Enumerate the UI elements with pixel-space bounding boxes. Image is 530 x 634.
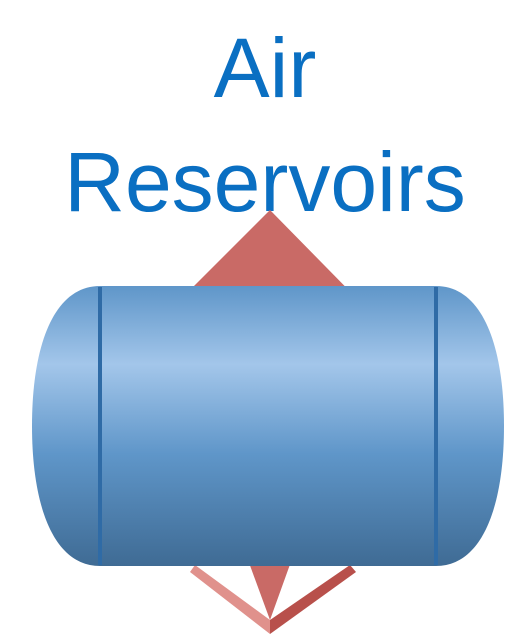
title-line-2: Reservoirs bbox=[64, 135, 466, 229]
air-tank-icon bbox=[32, 286, 504, 566]
diamond-bevel-right bbox=[270, 565, 356, 634]
diamond-bevel-left bbox=[190, 565, 270, 634]
title-line-1: Air bbox=[213, 21, 317, 115]
tank-body bbox=[32, 286, 504, 566]
